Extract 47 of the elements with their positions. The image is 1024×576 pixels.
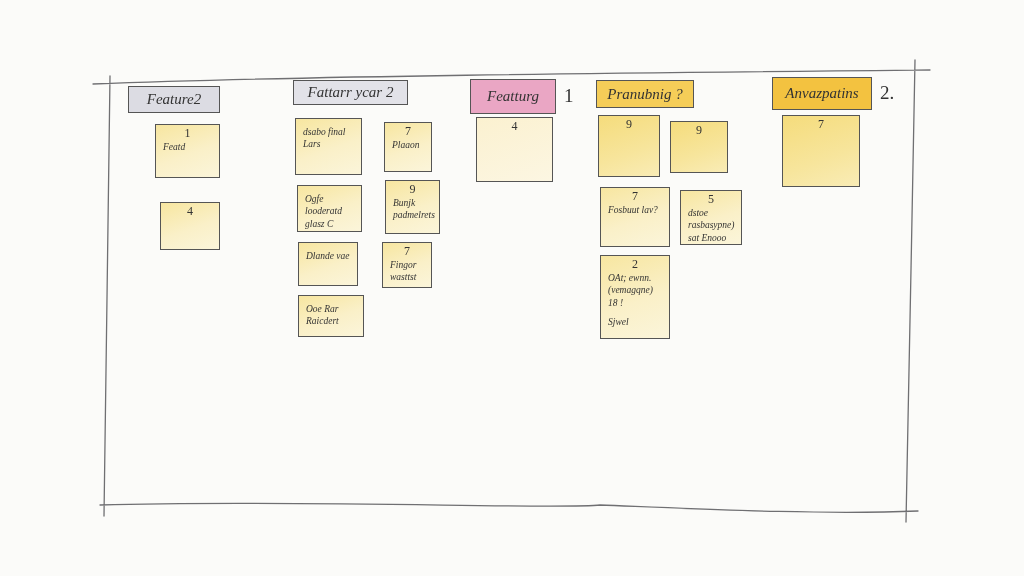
- note-text: dstoe rasbasypne) sat Enooo: [688, 207, 736, 245]
- note-text: OAt; ewnn. (vemagqne) 18 !: [608, 272, 654, 310]
- note-number: 2: [632, 258, 638, 270]
- note-number: 7: [405, 125, 411, 137]
- note-number: 7: [632, 190, 638, 202]
- note-text: Ogfe looderatd glasz C: [305, 193, 343, 231]
- column-header: Feature2: [128, 86, 220, 113]
- sticky-note: [382, 242, 432, 288]
- note-text: dsabo final Lars: [303, 126, 347, 151]
- note-text: Fingor wasttst: [390, 259, 418, 284]
- note-number: 5: [708, 193, 714, 205]
- sticky-note: [600, 187, 670, 247]
- sticky-note: [476, 117, 553, 182]
- sticky-note: [297, 185, 362, 232]
- sticky-note: [295, 118, 362, 175]
- note-number: 9: [696, 124, 702, 136]
- sticky-note: [385, 180, 440, 234]
- note-number: 7: [818, 118, 824, 130]
- note-text: Featd: [163, 141, 186, 154]
- note-number: 4: [187, 205, 193, 217]
- note-number: 7: [404, 245, 410, 257]
- note-text: Ooe Rar Raicdert: [306, 303, 340, 328]
- sticky-note: [598, 115, 660, 177]
- note-text: Bunjk padmelrets: [393, 197, 434, 222]
- sticky-note: [782, 115, 860, 187]
- column-header: Fattarr ycar 2: [293, 80, 408, 105]
- sticky-note: [680, 190, 742, 245]
- note-number: 4: [511, 120, 518, 132]
- sticky-note: [384, 122, 432, 172]
- note-text: Sjwel: [608, 316, 629, 329]
- column-header: Anvazpatins: [772, 77, 872, 110]
- header-number: 2.: [880, 82, 895, 103]
- sticky-note: [298, 295, 364, 337]
- note-text: Dlande vae: [306, 250, 350, 263]
- note-text: Fosbuut lav?: [608, 204, 658, 217]
- sticky-note: [155, 124, 220, 178]
- note-text: Plaaon: [392, 139, 420, 152]
- column-header: Featturg: [470, 79, 556, 114]
- note-number: 9: [626, 118, 632, 130]
- note-number: 1: [184, 127, 191, 139]
- sticky-note: [670, 121, 728, 173]
- column-header: Pranubnig ?: [596, 80, 694, 108]
- note-number: 9: [409, 183, 416, 195]
- sticky-note: [298, 242, 358, 286]
- header-number: 1: [564, 85, 574, 106]
- sticky-note: [600, 255, 670, 339]
- sticky-note: [160, 202, 220, 250]
